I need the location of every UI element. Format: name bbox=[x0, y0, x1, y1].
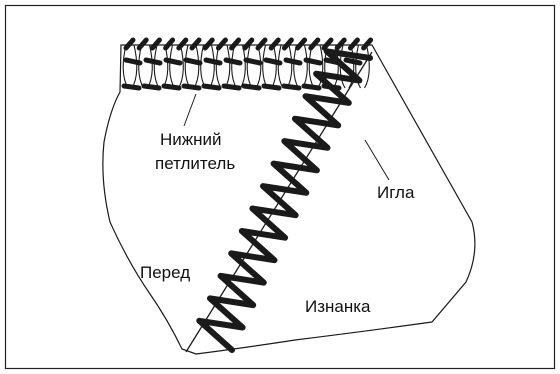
looper-bottom-stitch bbox=[244, 86, 259, 88]
looper-loop bbox=[278, 45, 292, 88]
looper-bottom-stitch bbox=[284, 86, 299, 88]
looper-loop bbox=[263, 45, 277, 88]
looper-leader-line bbox=[184, 94, 196, 126]
looper-middle-stitch bbox=[206, 60, 220, 63]
looper-middle-stitch bbox=[186, 60, 200, 63]
looper-loop bbox=[232, 45, 246, 88]
looper-top-bead bbox=[218, 40, 225, 48]
looper-middle-stitch bbox=[306, 60, 320, 63]
front-label: Перед bbox=[140, 263, 190, 282]
looper-loop bbox=[185, 45, 199, 88]
looper-middle-stitch bbox=[146, 60, 160, 63]
looper-loop bbox=[201, 45, 215, 88]
looper-bottom-stitch bbox=[164, 86, 179, 88]
looper-top-bead bbox=[179, 40, 186, 48]
looper-bottom-stitch bbox=[144, 86, 159, 88]
looper-bottom-stitch bbox=[224, 86, 239, 88]
fabric-outline bbox=[103, 45, 475, 354]
needle-leader-line bbox=[365, 140, 389, 180]
looper-bottom-stitch bbox=[264, 86, 279, 88]
looper-top-bead bbox=[284, 40, 291, 48]
looper-middle-stitch bbox=[266, 60, 280, 63]
looper-top-bead bbox=[245, 40, 252, 48]
needle-label: Игла bbox=[377, 183, 415, 202]
looper-middle-stitch bbox=[246, 60, 260, 63]
looper-top-bead bbox=[350, 40, 357, 48]
looper-bottom-stitch bbox=[124, 86, 139, 88]
looper-bottom-stitch bbox=[204, 86, 219, 88]
looper-top-bead bbox=[126, 40, 133, 48]
looper-top-bead bbox=[324, 40, 331, 48]
looper-top-bead bbox=[205, 40, 212, 48]
looper-top-bead bbox=[139, 40, 146, 48]
looper-top-bead bbox=[364, 40, 371, 48]
looper-middle-stitch bbox=[346, 60, 360, 63]
looper-bottom-stitch bbox=[304, 86, 319, 88]
looper-loop bbox=[216, 45, 230, 88]
looper-middle-stitch bbox=[286, 60, 300, 63]
looper-top-bead bbox=[192, 40, 199, 48]
looper-top-bead bbox=[258, 40, 265, 48]
looper-loop bbox=[123, 45, 137, 88]
looper-label-line2: петлитель bbox=[155, 154, 235, 173]
looper-middle-stitch bbox=[226, 60, 240, 63]
looper-middle-stitch bbox=[126, 60, 140, 63]
looper-top-bead bbox=[298, 40, 305, 48]
looper-top-bead bbox=[152, 40, 159, 48]
looper-loop bbox=[170, 45, 184, 88]
looper-loop bbox=[247, 45, 261, 88]
looper-top-bead bbox=[232, 40, 239, 48]
back-label: Изнанка bbox=[305, 297, 371, 316]
looper-top-bead bbox=[271, 40, 278, 48]
looper-loop bbox=[154, 45, 168, 88]
looper-label-line1: Нижний bbox=[160, 130, 222, 149]
looper-loop bbox=[139, 45, 153, 88]
looper-middle-stitch bbox=[166, 60, 180, 63]
looper-top-bead bbox=[311, 40, 318, 48]
looper-loop bbox=[294, 45, 308, 88]
looper-bottom-stitch bbox=[184, 86, 199, 88]
looper-stitches bbox=[123, 40, 370, 88]
